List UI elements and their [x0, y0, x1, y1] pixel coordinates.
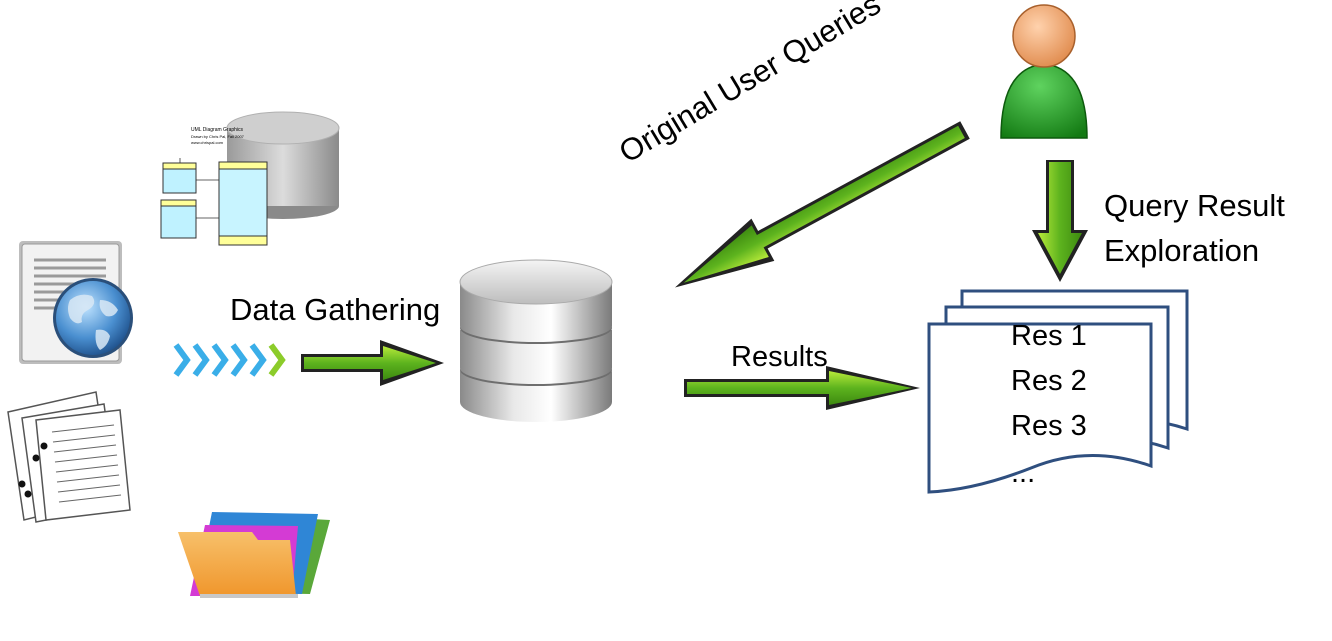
database-icon: [459, 259, 613, 422]
results-label: Results: [731, 341, 828, 373]
result-item: Res 1: [1011, 320, 1087, 352]
uml-caption-1: UML Diagram Graphics: [191, 127, 244, 133]
result-item: Res 3: [1011, 410, 1087, 442]
papers-icon: [7, 391, 131, 523]
query-result-label-line2: Exploration: [1104, 233, 1260, 268]
chevron-arrows-icon: [173, 343, 286, 377]
data-gathering-arrow: [301, 340, 444, 386]
user-icon: [1000, 4, 1088, 139]
data-gathering-label: Data Gathering: [230, 292, 441, 327]
folder-icon: [178, 512, 330, 598]
result-item: Res 2: [1011, 365, 1087, 397]
original-queries-arrow: [674, 121, 970, 288]
results-arrow: [684, 366, 920, 410]
query-exploration-arrow: [1032, 160, 1088, 282]
uml-database-icon: UML Diagram Graphics Drawn by Chris Pal,…: [160, 111, 340, 246]
result-documents-icon: [927, 289, 1189, 494]
web-document-icon: [19, 241, 133, 364]
query-result-label-line1: Query Result: [1104, 188, 1285, 223]
uml-caption-2: Drawn by Chris Pal, Fall 2007: [191, 134, 245, 139]
result-item: ...: [1011, 457, 1036, 489]
uml-caption-3: www.chrispal.com: [191, 140, 224, 145]
